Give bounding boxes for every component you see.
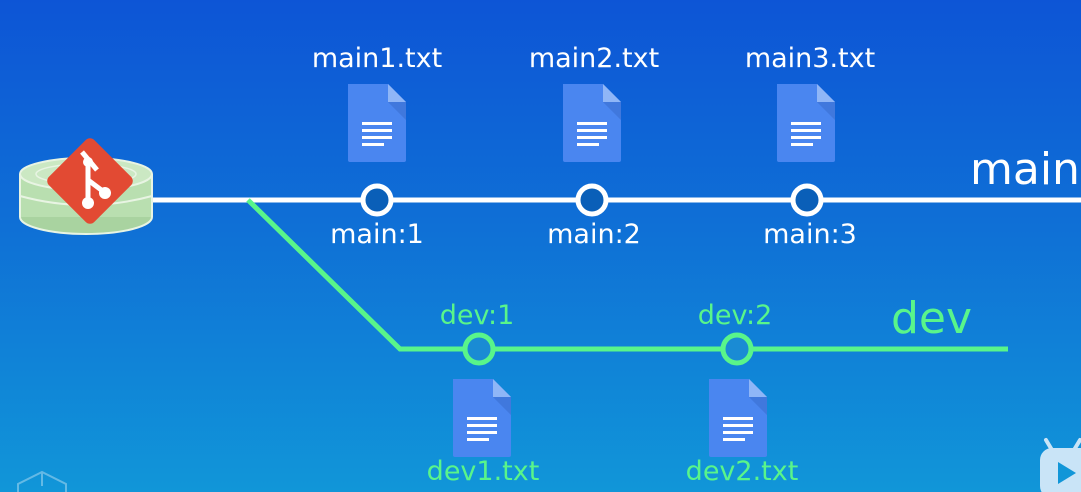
main1-document-icon <box>348 84 406 162</box>
branch-label-main: main <box>970 144 1080 195</box>
commit-node-main-1 <box>360 183 394 217</box>
cube-watermark-icon <box>17 470 67 492</box>
main3-file-label: main3.txt <box>744 43 876 74</box>
dev1-document-icon <box>453 379 511 457</box>
dev2-file-label: dev2.txt <box>685 456 799 487</box>
dev1-file-label: dev1.txt <box>426 456 540 487</box>
commit-node-dev-1 <box>462 332 496 366</box>
main3-commit-label: main:3 <box>763 219 857 250</box>
main2-file-label: main2.txt <box>528 43 660 74</box>
main2-document-icon <box>563 84 621 162</box>
dev2-commit-label: dev:2 <box>697 300 773 331</box>
bilibili-tv-icon <box>1040 438 1081 492</box>
git-repository-icon <box>19 138 153 235</box>
commit-node-main-2 <box>575 183 609 217</box>
main2-commit-label: main:2 <box>547 219 641 250</box>
dev2-document-icon <box>709 379 767 457</box>
dev1-commit-label: dev:1 <box>439 300 515 331</box>
main1-file-label: main1.txt <box>311 43 443 74</box>
commit-node-main-3 <box>790 183 824 217</box>
dev-branch-line <box>246 198 1008 352</box>
main1-commit-label: main:1 <box>330 219 424 250</box>
main3-document-icon <box>777 84 835 162</box>
commit-node-dev-2 <box>720 332 754 366</box>
branch-label-dev: dev <box>891 293 973 344</box>
